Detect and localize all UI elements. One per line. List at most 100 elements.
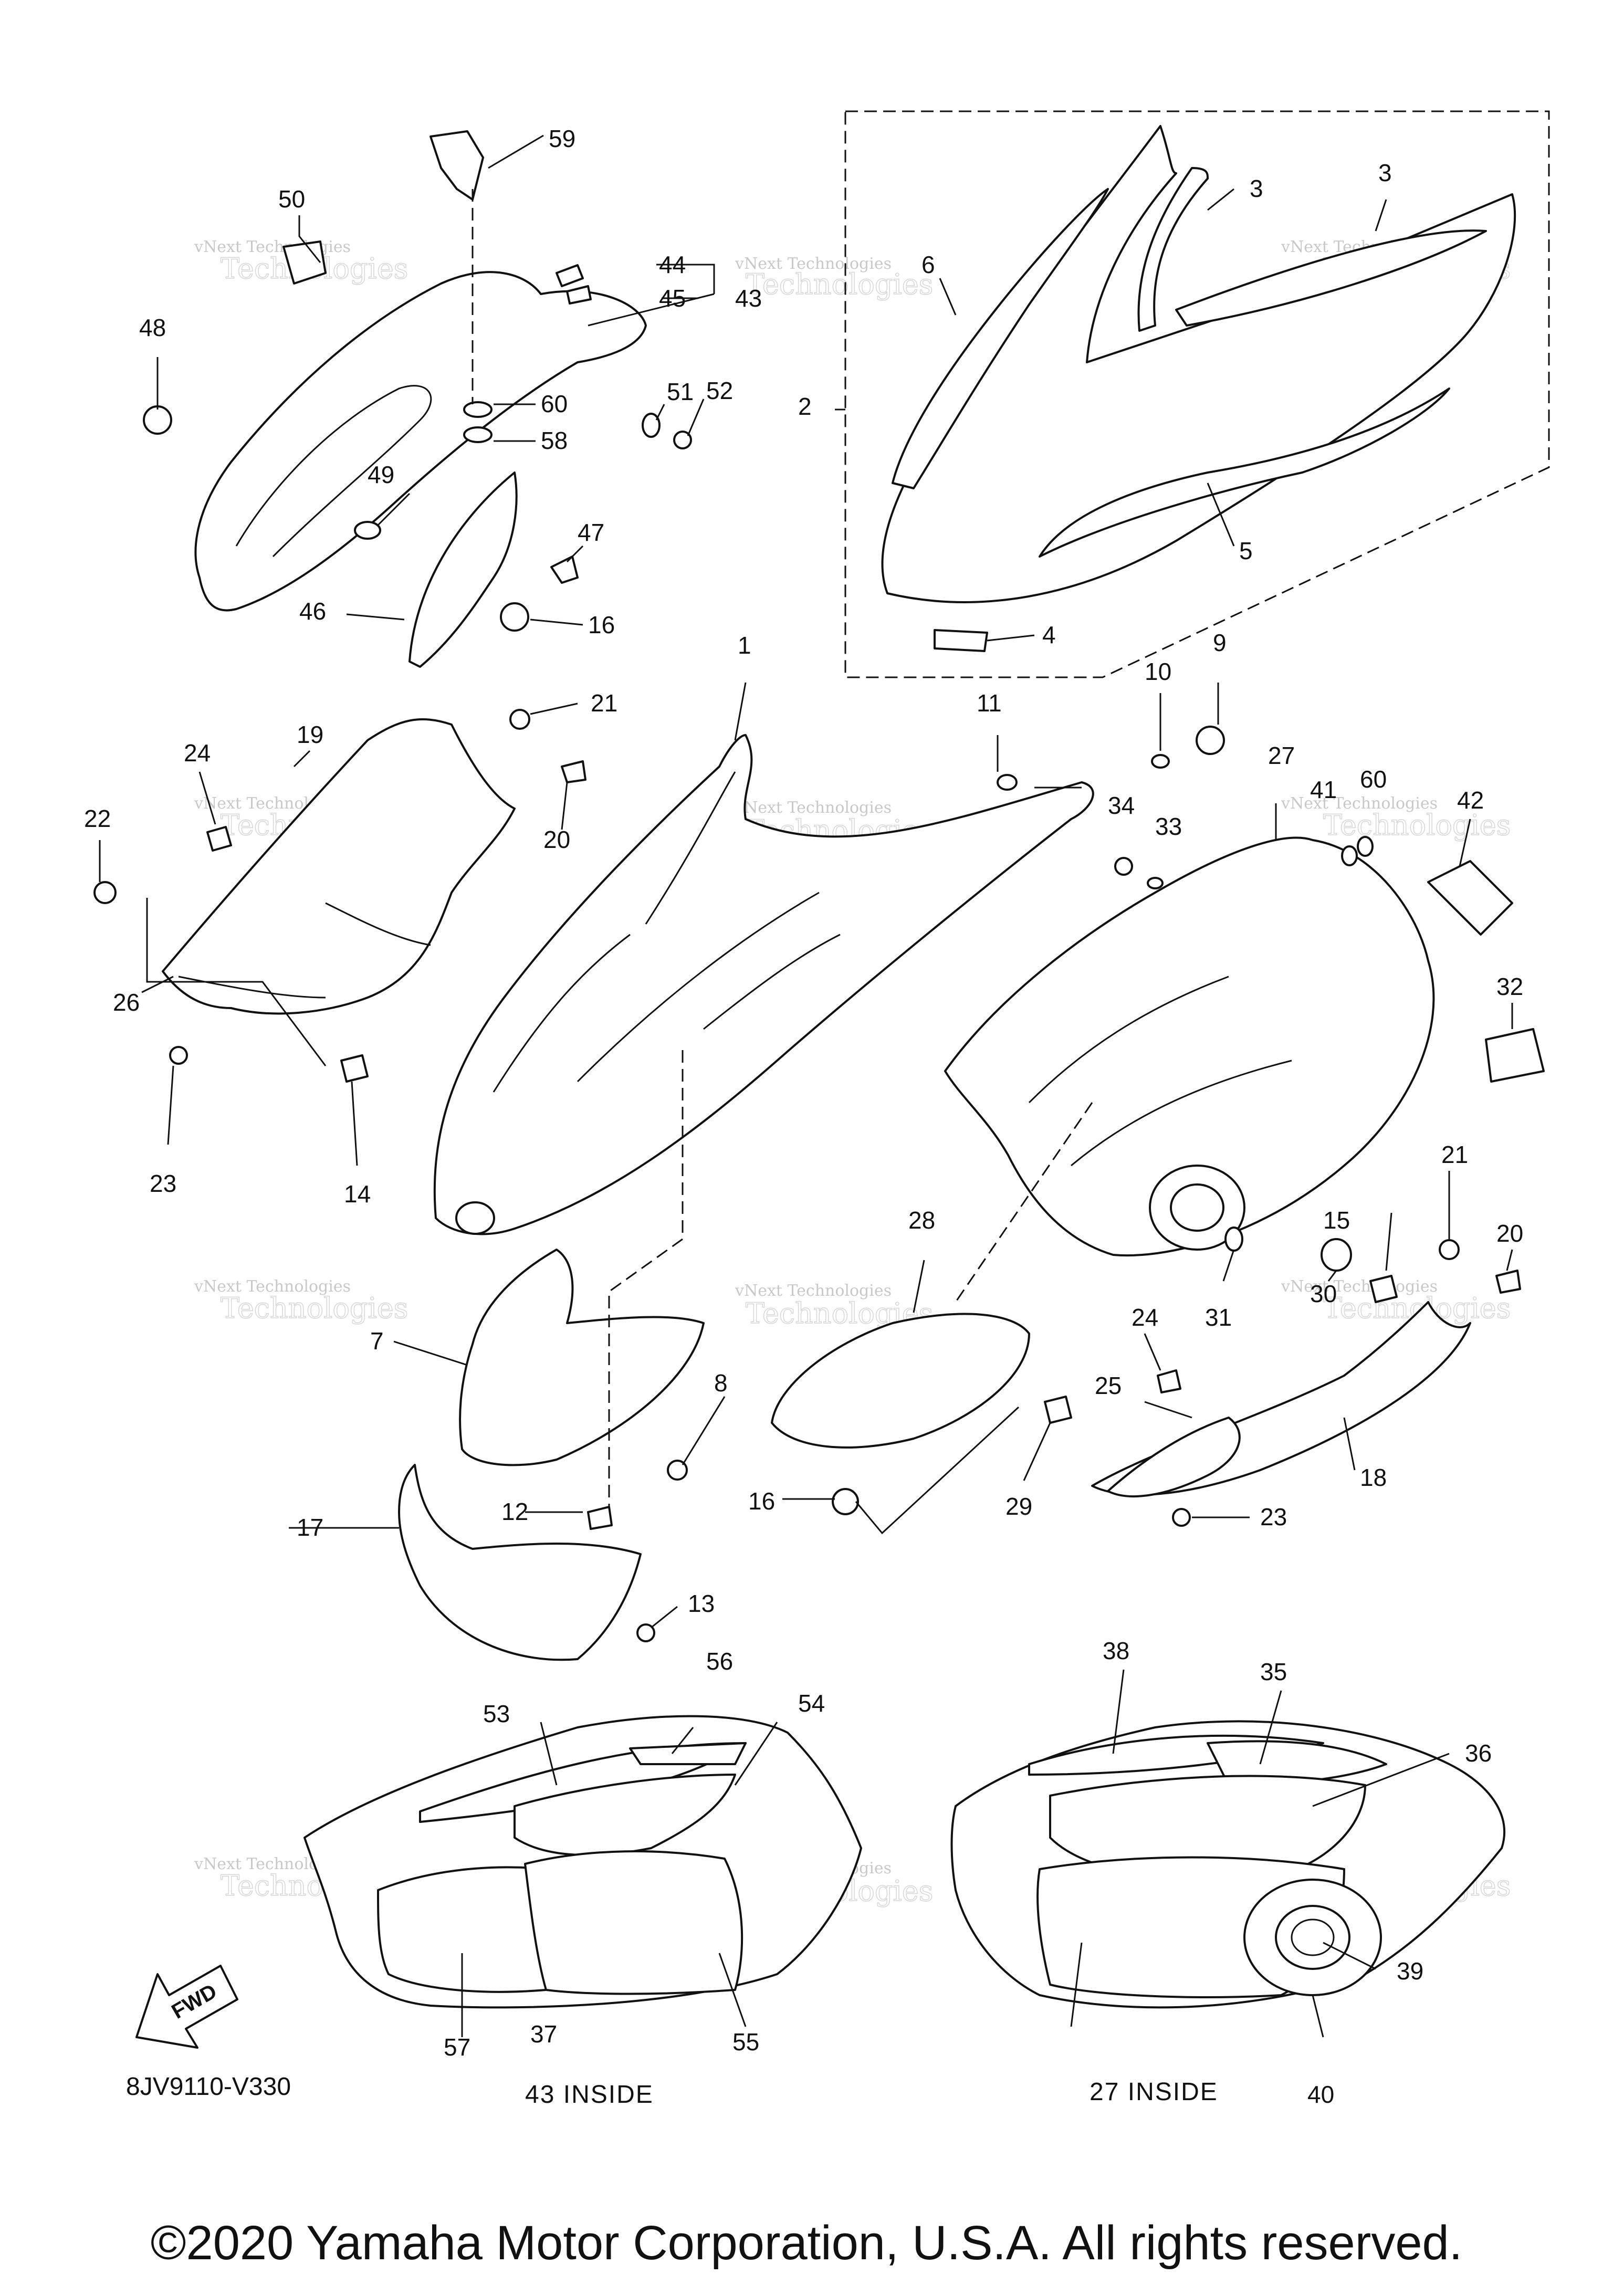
leader-line <box>913 1260 925 1313</box>
watermark: vNext Technologies <box>194 238 351 256</box>
callout-58: 58 <box>541 427 568 454</box>
callout-12: 12 <box>501 1498 528 1525</box>
leader-line <box>939 278 957 316</box>
front-cowl <box>433 734 1094 1235</box>
leader-line <box>1259 1690 1282 1765</box>
inner-panel-46 <box>409 471 518 668</box>
decal-set-boundary <box>844 110 1550 678</box>
callout-35: 35 <box>1260 1658 1287 1685</box>
callout-51: 51 <box>667 378 694 405</box>
leader-line <box>1343 1417 1356 1471</box>
bolt-22 <box>93 881 117 904</box>
callout-21b: 21 <box>1441 1141 1468 1168</box>
clip-24b <box>1157 1369 1181 1393</box>
bolt-13 <box>636 1623 655 1642</box>
leader-line <box>346 613 405 621</box>
callout-43: 43 <box>735 285 762 312</box>
callout-45: 45 <box>659 285 686 312</box>
callout-7: 7 <box>370 1327 384 1355</box>
fwd-arrow-shape <box>135 1965 238 2049</box>
callout-23b: 23 <box>1260 1503 1287 1530</box>
part-number: 8JV9110-V330 <box>126 2073 291 2101</box>
callout-42: 42 <box>1457 787 1484 814</box>
leader-line <box>987 634 1035 642</box>
washer-11 <box>997 774 1018 791</box>
ring-39-inner <box>1291 1918 1335 1956</box>
clip-29 <box>1044 1396 1072 1424</box>
upper-cowl-contour <box>235 385 432 558</box>
callout-23a: 23 <box>150 1170 176 1197</box>
upper-cowl-group <box>143 130 692 668</box>
callout-20a: 20 <box>543 826 570 853</box>
callout-41: 41 <box>1310 776 1337 803</box>
upper-cowl-43 <box>194 271 647 612</box>
callout-60b: 60 <box>1360 766 1387 793</box>
callout-8: 8 <box>714 1369 728 1397</box>
bolt-23b <box>1172 1508 1191 1527</box>
callout-44: 44 <box>659 251 686 278</box>
callout-3a: 3 <box>1250 175 1263 202</box>
callout-27: 27 <box>1268 742 1295 769</box>
callout-60a: 60 <box>541 390 568 417</box>
callout-24b: 24 <box>1132 1304 1158 1331</box>
washer-31 <box>1224 1226 1243 1252</box>
reflector-50 <box>282 240 327 285</box>
callout-5: 5 <box>1239 537 1253 564</box>
decal-55 <box>524 1850 743 1995</box>
clip-47 <box>550 555 579 584</box>
leader-line <box>566 545 584 563</box>
leader-line <box>1023 1422 1051 1481</box>
copyright-notice: ©2020 Yamaha Motor Corporation, U.S.A. A… <box>150 2216 1463 2270</box>
callout-28: 28 <box>908 1207 935 1234</box>
watermark: vNext Technologies <box>194 1277 351 1296</box>
lower-panel-25 <box>1107 1417 1241 1497</box>
watermark: vNext Technologies <box>735 255 892 273</box>
callout-50: 50 <box>278 185 305 213</box>
nut-20a <box>561 760 586 783</box>
callout-17: 17 <box>297 1514 323 1541</box>
leader-line <box>141 976 174 993</box>
intake-ring-inner <box>1170 1183 1224 1232</box>
callout-34: 34 <box>1108 792 1135 819</box>
watermark: vNext Technologies <box>1281 1277 1438 1296</box>
callout-36: 36 <box>1465 1739 1492 1767</box>
callout-24a: 24 <box>184 739 211 767</box>
leader-line <box>1327 1270 1337 1282</box>
washer-10 <box>1151 754 1170 769</box>
bolt-8 <box>667 1460 688 1481</box>
leader-line <box>1459 819 1471 867</box>
callout-56: 56 <box>706 1648 733 1675</box>
callout-53: 53 <box>483 1700 510 1727</box>
clip-12 <box>587 1506 613 1530</box>
washer-60b <box>1357 836 1374 857</box>
leader-line <box>1144 1333 1161 1371</box>
leader-line <box>651 1606 678 1629</box>
leader-line <box>718 1953 747 2027</box>
left-inner-panel-group <box>93 709 586 1083</box>
callout-47: 47 <box>578 519 604 546</box>
callout-14: 14 <box>344 1180 371 1208</box>
washer-33 <box>1147 877 1164 889</box>
leader-line <box>1222 1249 1235 1282</box>
front-cowl-group <box>433 734 1094 1235</box>
callout-30: 30 <box>1310 1280 1337 1307</box>
inner-panel-19 <box>162 718 516 1015</box>
leader-line <box>561 782 568 830</box>
callout-55: 55 <box>732 2028 759 2056</box>
callout-16b: 16 <box>748 1487 775 1515</box>
nut-52 <box>673 431 692 449</box>
leader-line <box>298 215 321 263</box>
grommet-16b <box>832 1488 859 1515</box>
decal-stripe-5 <box>1039 387 1450 558</box>
ring-39 <box>1275 1905 1350 1970</box>
grommet-9 <box>1196 726 1225 755</box>
callout-10: 10 <box>1145 658 1171 685</box>
callout-11: 11 <box>977 689 1002 717</box>
watermark: Technologies <box>221 1292 408 1325</box>
nut-34 <box>1114 857 1133 876</box>
bolt-21a <box>509 709 530 730</box>
callout-40: 40 <box>1307 2081 1334 2108</box>
washer-41 <box>1341 845 1358 866</box>
decal-stripe-3b <box>1175 229 1487 327</box>
